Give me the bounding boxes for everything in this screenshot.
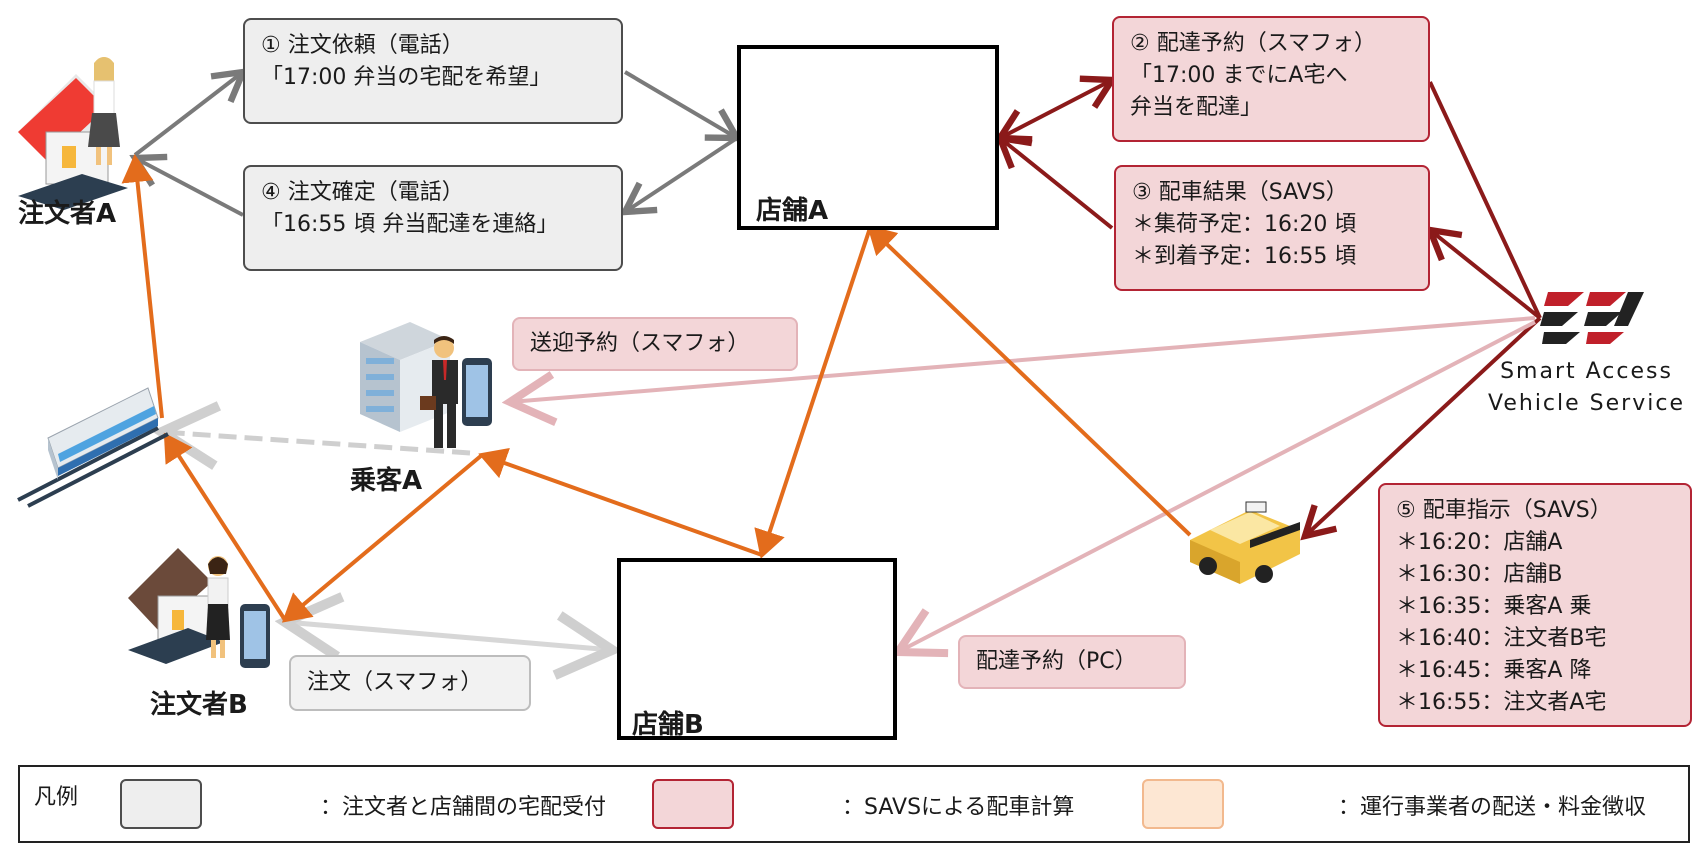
savs-logo-icon	[1540, 292, 1644, 344]
smartphone-icon-b	[240, 604, 270, 668]
step4-text: 「16:55 頃 弁当配達を連絡」	[261, 212, 559, 237]
step2-text1: 「17:00 までにA宅へ	[1130, 63, 1348, 88]
orderer-b-label: 注文者B	[150, 690, 248, 720]
store-b-frame	[617, 558, 897, 740]
businessman-icon	[420, 336, 458, 448]
store-a-frame	[737, 45, 999, 230]
step1-text: 「17:00 弁当の宅配を希望」	[261, 65, 552, 90]
step5-dispatch-instruction-box: ⑤ 配車指示（SAVS） ＊16:20：店舗A ＊16:30：店舗B ＊16:3…	[1378, 483, 1692, 727]
savs-name: Smart Access Vehicle Service	[1488, 356, 1685, 420]
step5-stop4: ＊16:40：注文者B宅	[1396, 626, 1607, 651]
train-icon	[17, 387, 169, 508]
arrow-passenger-to-train	[162, 432, 471, 453]
arrow-store-a-to-box2	[994, 75, 1118, 143]
step2-text2: 弁当を配達」	[1130, 95, 1263, 120]
arrow-store-b-to-passenger	[478, 448, 763, 557]
pickup-booking-box: 送迎予約（スマフォ）	[512, 317, 798, 371]
arrow-box4-to-order-a	[129, 153, 244, 217]
legend-red-text: ：SAVSによる配車計算	[842, 795, 1075, 820]
step5-stop3: ＊16:35：乗客A 乗	[1396, 594, 1592, 619]
pickup-booking-text: 送迎予約（スマフォ）	[530, 331, 750, 356]
smartphone-icon	[462, 358, 492, 426]
step4-title: ④ 注文確定（電話）	[261, 180, 464, 205]
order-b-text: 注文（スマフォ）	[307, 670, 483, 695]
arrow-train-to-order-a	[121, 154, 164, 419]
house-icon-b	[128, 548, 224, 664]
passenger-a-label: 乗客A	[350, 466, 423, 496]
store-a-label: 店舗A	[756, 196, 829, 226]
arrow-box3-to-store-a	[994, 133, 1114, 230]
house-icon	[18, 74, 128, 210]
step3-dispatch-result-box: ③ 配車結果（SAVS） ＊集荷予定：16:20 頃 ＊到着予定：16:55 頃	[1114, 165, 1430, 291]
arrow-store-a-to-box4	[619, 136, 739, 216]
arrow-savs-to-store-b	[898, 320, 1536, 652]
arrow-order-b-to-train	[163, 432, 287, 622]
step5-title: ⑤ 配車指示（SAVS）	[1396, 498, 1612, 523]
arrow-savs-to-box3	[1424, 225, 1542, 320]
step5-stop6: ＊16:55：注文者A宅	[1396, 690, 1607, 715]
orderer-a-label: 注文者A	[18, 199, 117, 229]
arrow-store-a-to-store-b	[754, 227, 872, 559]
legend-orange-text: ：運行事業者の配送・料金徴収	[1338, 795, 1647, 820]
step5-stop5: ＊16:45：乗客A 降	[1396, 658, 1592, 683]
savs-name-line1: Smart Access	[1500, 359, 1673, 384]
arrow-savs-to-passenger	[510, 316, 1536, 402]
order-b-box: 注文（スマフォ）	[289, 655, 531, 711]
step5-stop2: ＊16:30：店舗B	[1396, 562, 1563, 587]
step5-stop1: ＊16:20：店舗A	[1396, 530, 1563, 555]
store-b-label: 店舗B	[632, 710, 704, 740]
delivery-pc-box: 配達予約（PC）	[958, 635, 1186, 689]
delivery-pc-text: 配達予約（PC）	[976, 649, 1137, 674]
taxi-icon	[1190, 501, 1300, 584]
legend-gray-swatch	[120, 779, 202, 829]
step4-order-confirm-box: ④ 注文確定（電話） 「16:55 頃 弁当配達を連絡」	[243, 165, 623, 271]
legend-orange-swatch	[1142, 779, 1224, 829]
arrow-order-b-to-store-b	[285, 622, 612, 650]
legend-gray-text: ：注文者と店舗間の宅配受付	[320, 795, 607, 820]
step3-title: ③ 配車結果（SAVS）	[1132, 180, 1348, 205]
arrow-taxi-to-store-a	[867, 225, 1192, 537]
arrow-savs-to-taxi	[1300, 316, 1542, 541]
arrow-passenger-to-order-b	[281, 453, 484, 623]
arrow-box2-to-savs	[1428, 81, 1542, 319]
arrow-order-a-to-box1	[133, 68, 249, 157]
arrow-box1-to-store-a	[623, 70, 743, 142]
step3-pickup: ＊集荷予定：16:20 頃	[1132, 212, 1357, 237]
legend-title: 凡例	[34, 785, 79, 810]
legend: 凡例 ：注文者と店舗間の宅配受付 ：SAVSによる配車計算 ：運行事業者の配送・…	[18, 765, 1690, 843]
step2-title: ② 配達予約（スマフォ）	[1130, 31, 1377, 56]
step1-title: ① 注文依頼（電話）	[261, 33, 464, 58]
woman-icon-b	[206, 556, 230, 658]
woman-icon	[88, 57, 120, 165]
legend-pink-swatch	[652, 779, 734, 829]
step3-arrival: ＊到着予定：16:55 頃	[1132, 244, 1357, 269]
savs-name-line2: Vehicle Service	[1488, 391, 1685, 416]
step1-order-request-box: ① 注文依頼（電話） 「17:00 弁当の宅配を希望」	[243, 18, 623, 124]
step2-delivery-booking-box: ② 配達予約（スマフォ） 「17:00 までにA宅へ 弁当を配達」	[1112, 16, 1430, 142]
